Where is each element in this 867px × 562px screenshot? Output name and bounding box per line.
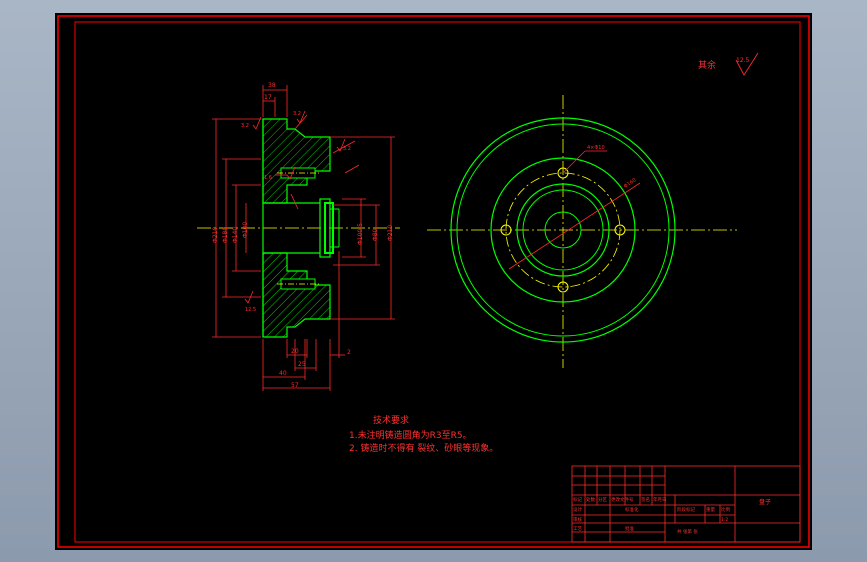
tb-standard: 标准化	[625, 506, 639, 513]
surface-note-value: 12.5	[736, 57, 750, 64]
dim-dia-100: Φ100	[242, 222, 249, 238]
inner-frame	[74, 21, 801, 543]
outer-flange-circle	[450, 117, 676, 343]
dim-17: 17	[264, 94, 272, 101]
title-block: 标记 处数 分区 更改文件号 签名 年月日 设计 标准化 阶段标记 重量 比例 …	[571, 465, 801, 543]
tech-line-2: 2. 铸造时不得有 裂纹、砂眼等现象。	[349, 442, 498, 454]
drawing-sheet: 38 17 20 25 2 40 57 Φ210 Φ180 Φ140 Φ100 …	[55, 13, 812, 550]
bore-circle	[544, 211, 582, 249]
side-section-view: 38 17 20 25 2 40 57 Φ210 Φ180 Φ140 Φ100 …	[197, 82, 400, 391]
tb-col-mark: 标记	[573, 496, 582, 503]
roughness-1: 3.2	[241, 123, 249, 129]
hub-body	[319, 198, 331, 258]
front-view: 4×Φ10 Φ160	[427, 95, 737, 368]
dim-57: 57	[291, 382, 299, 389]
dim-2: 2	[347, 349, 351, 356]
hub-circle-1	[516, 183, 610, 277]
hub-ring	[324, 202, 334, 254]
dim-40: 40	[279, 370, 287, 377]
hub-circle-2	[522, 189, 604, 271]
tb-col-docno: 更改文件号	[611, 496, 634, 503]
tb-scale: 1:2	[721, 517, 728, 523]
pcd-note: Φ160	[623, 177, 638, 189]
hatch-lower	[262, 252, 331, 338]
bolt-hole-upper	[280, 167, 316, 179]
dim-38: 38	[268, 82, 276, 89]
cad-drawing: 38 17 20 25 2 40 57 Φ210 Φ180 Φ140 Φ100 …	[57, 15, 810, 548]
roughness-3: 3.2	[343, 146, 351, 152]
tb-review: 审核	[573, 516, 582, 523]
surface-note-label: 其余	[698, 59, 716, 71]
roughness-4: 1.6	[264, 175, 272, 181]
hole-note: 4×Φ10	[587, 145, 605, 151]
tb-process: 工艺	[573, 526, 582, 532]
boss-circle	[490, 157, 636, 303]
tech-heading: 技术要求	[373, 414, 409, 426]
pitch-circle	[505, 172, 621, 288]
outer-flange-circle-2	[456, 123, 670, 337]
dim-20: 20	[291, 348, 299, 355]
dim-dia-80: Φ80	[372, 228, 379, 241]
tb-weight: 重量	[706, 506, 715, 513]
bolt-hole-left	[500, 224, 512, 236]
bolt-hole-lower	[280, 278, 316, 290]
tb-col-zone: 分区	[598, 496, 607, 503]
tb-designer: 设计	[573, 506, 582, 513]
dim-dia-100-5: Φ100.5	[357, 223, 364, 245]
tb-ratio: 比例	[721, 506, 730, 513]
dim-25: 25	[298, 361, 306, 368]
bolt-hole-top	[557, 167, 569, 179]
bolt-hole-right	[614, 224, 626, 236]
dim-dia-140: Φ140	[232, 227, 239, 243]
tb-approve: 批准	[625, 525, 634, 532]
roughness-2: 3.2	[293, 111, 301, 117]
dim-dia-210-right: Φ210	[387, 225, 394, 241]
tb-stage: 阶段标记	[677, 506, 695, 513]
tb-sheet-info: 共 张第 张	[677, 528, 698, 535]
tb-col-count: 处数	[586, 496, 595, 503]
technical-requirements: 技术要求 1.未注明铸造圆角为R3至R5。 2. 铸造时不得有 裂纹、砂眼等现象…	[349, 414, 498, 454]
tb-part-name: 盘子	[759, 498, 771, 506]
outer-frame	[57, 15, 810, 548]
tb-col-sign: 签名	[641, 496, 650, 503]
tech-line-1: 1.未注明铸造圆角为R3至R5。	[349, 429, 472, 441]
roughness-5: 12.5	[245, 307, 256, 313]
tb-col-date: 年月日	[653, 496, 667, 503]
bolt-hole-bottom	[557, 281, 569, 293]
dim-dia-210-left: Φ210	[212, 227, 219, 243]
surface-note: 其余 12.5	[698, 52, 759, 76]
dim-dia-180: Φ180	[222, 227, 229, 243]
hatch-upper	[262, 118, 331, 204]
